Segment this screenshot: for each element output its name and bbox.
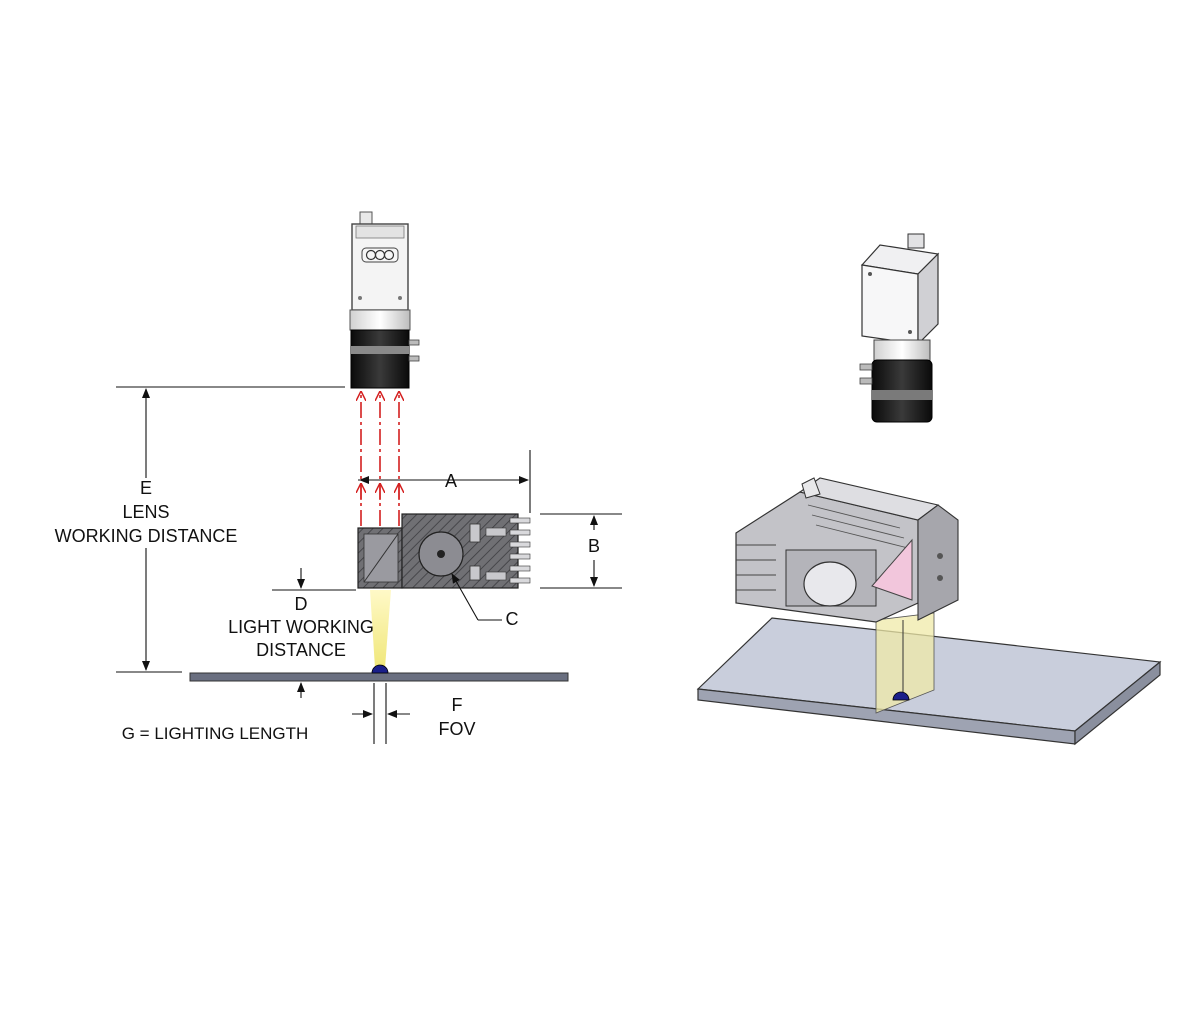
label-d-line1: LIGHT WORKING [228,617,374,637]
light-housing-iso [735,477,959,623]
label-d-line2: DISTANCE [256,640,346,660]
light-beam-iso [875,612,935,714]
side-view: A B C E LENS WORKING DISTANCE D LIGHT WO… [55,211,622,744]
work-surface [189,672,569,682]
label-e: E [140,478,152,498]
label-c: C [506,609,519,629]
light-rays [361,392,399,526]
target-object [371,664,389,674]
label-e-line2: WORKING DISTANCE [55,526,238,546]
light-beam [370,590,391,668]
label-d: D [295,594,308,614]
isometric-view [696,233,1162,746]
label-b: B [588,536,600,556]
camera-side-view [349,211,420,389]
light-housing-section [357,513,531,589]
label-a: A [445,471,457,491]
label-g: G = LIGHTING LENGTH [122,724,309,743]
label-fov: FOV [438,719,475,739]
dimension-lines [116,386,622,744]
camera-iso-view [859,233,940,423]
label-e-line1: LENS [122,502,169,522]
label-f: F [452,695,463,715]
